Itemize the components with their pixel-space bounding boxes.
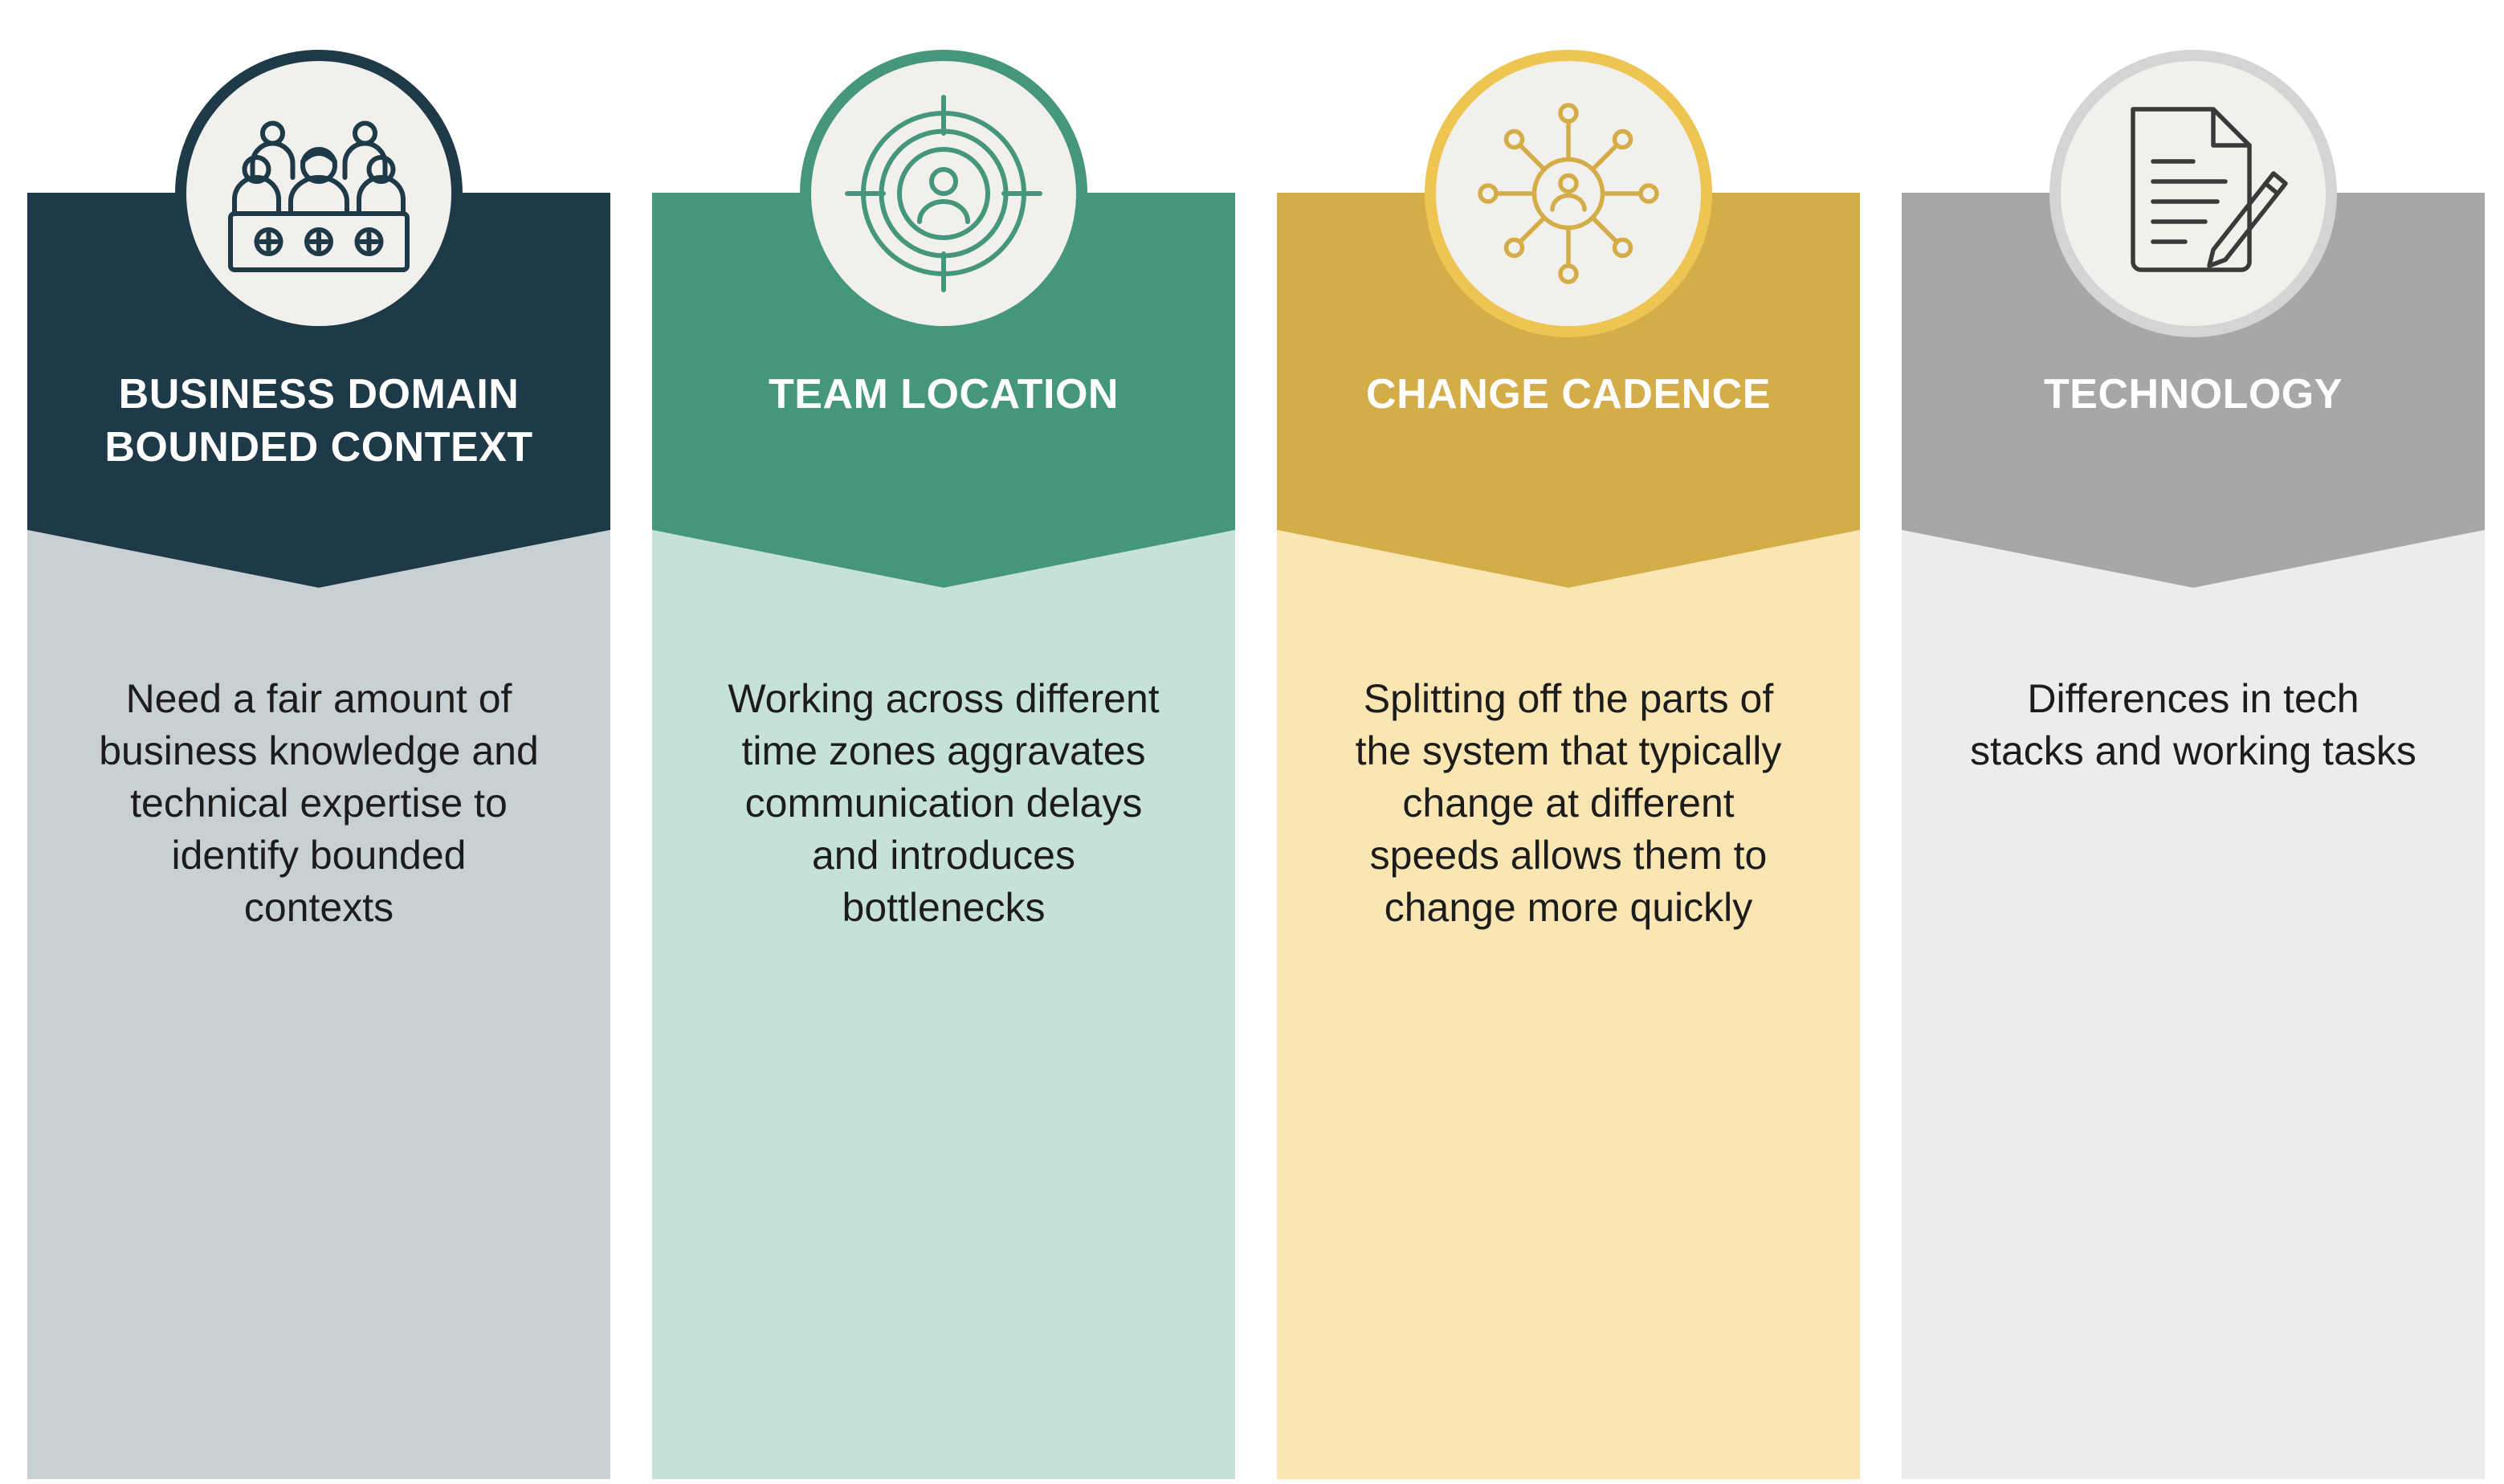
target-person-icon <box>843 93 1044 294</box>
card-business-domain: BUSINESS DOMAIN BOUNDED CONTEXT Need a f… <box>27 0 610 1484</box>
card-change-cadence: CHANGE CADENCE Splitting off the parts o… <box>1277 0 1860 1484</box>
card-body <box>27 530 610 1479</box>
network-hub-icon <box>1468 93 1669 294</box>
team-at-desk-icon <box>218 93 419 294</box>
card-body <box>652 530 1235 1479</box>
card-description: Differences in tech stacks and working t… <box>1970 676 2416 773</box>
card-title: CHANGE CADENCE <box>1366 371 1771 418</box>
card-team-location: TEAM LOCATION Working across different t… <box>652 0 1235 1484</box>
icon-disc <box>186 61 451 326</box>
card-title: TEAM LOCATION <box>769 371 1119 418</box>
icon-disc <box>2061 61 2326 326</box>
card-body <box>1277 530 1860 1479</box>
card-title: TECHNOLOGY <box>2044 371 2343 418</box>
card-body <box>1902 530 2485 1479</box>
card-description: Working across different time zones aggr… <box>728 676 1160 930</box>
card-technology: TECHNOLOGY Differences in tech stacks an… <box>1902 0 2485 1484</box>
card-description: Splitting off the parts of the system th… <box>1355 676 1782 930</box>
card-title: BUSINESS DOMAIN BOUNDED CONTEXT <box>104 371 533 471</box>
document-pen-icon <box>2093 93 2294 294</box>
card-description: Need a fair amount of business knowledge… <box>99 676 539 930</box>
